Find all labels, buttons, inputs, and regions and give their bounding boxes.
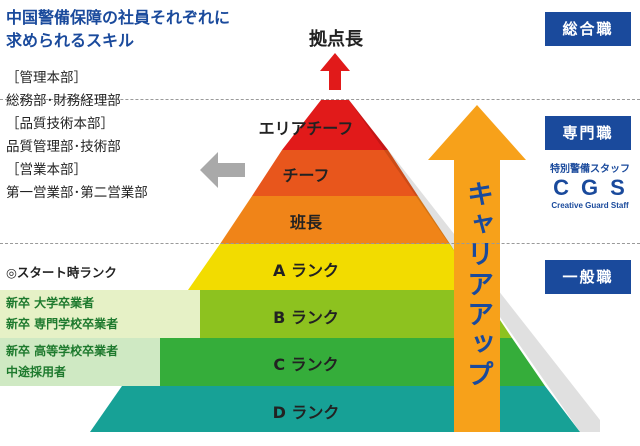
entry-line: 新卒 専門学校卒業者 [6,317,119,331]
entry-group-c: 新卒 高等学校卒業者 中途採用者 [6,341,118,383]
cgs-full-name: Creative Guard Staff [551,201,629,210]
badge-specialist: 専門職 [545,116,631,150]
department-item: ［管理本部］ [6,70,87,86]
badge-general-management: 総合職 [545,12,631,46]
department-item: 総務部･財務経理部 [6,93,121,109]
entry-line: 新卒 大学卒業者 [6,296,95,310]
title-line-2: 求められるスキル [6,31,135,50]
career-up-label: キャリアアップ [462,180,493,390]
entry-line: 新卒 高等学校卒業者 [6,344,119,358]
pyramid-tier-leader [220,196,450,244]
cgs-block: 特別警備スタッフ CGS Creative Guard Staff [540,160,640,210]
pyramid-tier-area-chief [282,100,388,150]
left-arrow-icon [200,152,245,188]
start-rank-label: ◎スタート時ランク [6,265,117,280]
tier-top: 拠点長 [309,29,363,50]
cgs-acronym: CGS [553,175,637,200]
tier-leader: 班長 [289,213,322,232]
department-item: ［営業本部］ [6,162,87,178]
tier-area-chief: エリアチーフ [258,119,354,138]
top-arrow-icon [320,53,350,90]
department-item: ［品質技術本部］ [6,116,114,132]
tier-rank-b: B ランク [273,308,339,327]
career-up-arrow-icon [428,105,526,432]
pyramid-tier-rank-b [156,290,512,338]
cgs-subtitle: 特別警備スタッフ [550,164,630,175]
tier-chief: チーフ [282,166,330,185]
divider-general [0,243,640,244]
page-title: 中国警備保障の社員それぞれに 求められるスキル [6,6,296,52]
title-line-1: 中国警備保障の社員それぞれに [6,8,231,27]
tier-rank-d: D ランク [272,403,340,422]
entry-group-c-band [0,338,160,386]
pyramid-tier-rank-c [122,338,545,386]
entry-group-b: 新卒 大学卒業者 新卒 専門学校卒業者 [6,293,118,335]
pyramid-tier-chief [252,150,418,196]
department-list: ［管理本部］ 総務部･財務経理部 ［品質技術本部］ 品質管理部･技術部 ［営業本… [6,68,148,203]
tier-rank-a: A ランク [273,261,339,280]
entry-group-b-band [0,290,200,338]
divider-mgmt [0,99,640,100]
department-item: 第一営業部･第二営業部 [6,185,148,201]
tier-rank-c: C ランク [273,355,339,374]
pyramid-tier-rank-a [188,244,480,290]
entry-line: 中途採用者 [6,365,67,379]
department-item: 品質管理部･技術部 [6,139,121,155]
badge-general: 一般職 [545,260,631,294]
